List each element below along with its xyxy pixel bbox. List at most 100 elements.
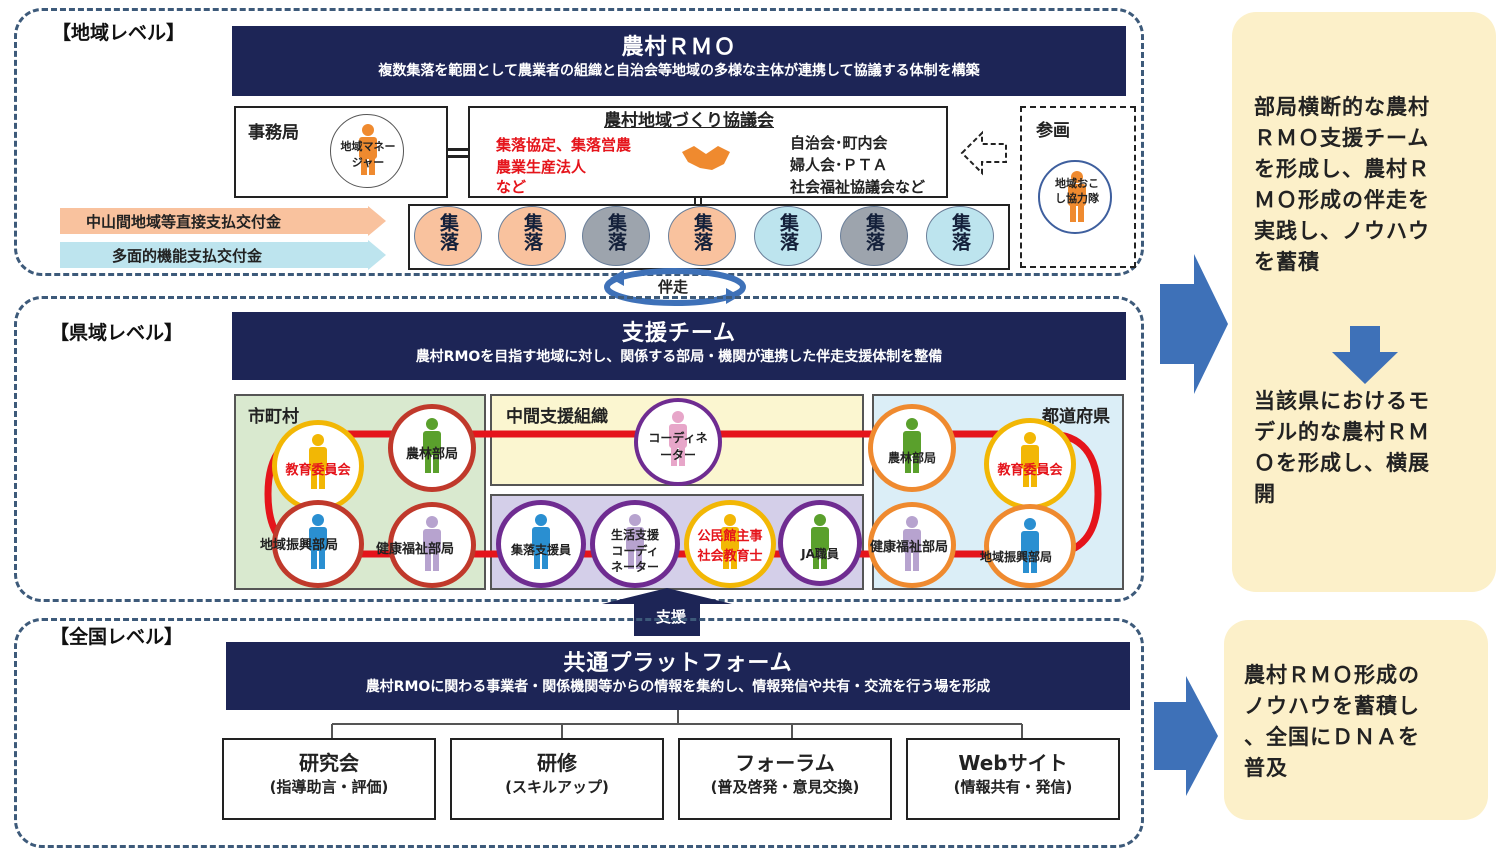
prefecture-title: 都道府県 xyxy=(1042,407,1110,427)
prefectural-level-frame xyxy=(14,296,1144,602)
connector-equal xyxy=(448,148,470,158)
item-training: 研修 (スキルアップ) xyxy=(450,738,664,820)
side-panel-top: 部局横断的な農村 ＲＭＯ支援チーム を形成し、農村Ｒ ＭＯ形成の伴走を 実践し、… xyxy=(1232,12,1496,592)
platform-banner: 共通プラットフォーム 農村RMOに関わる事業者・関係機関等からの情報を集約し、情… xyxy=(226,642,1130,710)
support-up-arrow-icon xyxy=(602,588,732,636)
person-icon xyxy=(669,411,687,466)
item-training-sub: (スキルアップ) xyxy=(505,778,609,796)
hamlet-2: 集落 xyxy=(498,206,566,266)
muni-agriculture-label: 農林部局 xyxy=(405,447,458,462)
side-top-line-2: ＲＭＯ支援チーム xyxy=(1254,126,1430,150)
side-mid-text: 当該県におけるモ デル的な農村ＲＭ Ｏを形成し、横展 開 xyxy=(1254,386,1430,510)
side-mid-line-4: 開 xyxy=(1254,482,1276,506)
support-team-subtitle: 農村RMOを目指す地域に対し、関係する部局・機関が連携した伴走支援体制を整備 xyxy=(415,349,943,365)
cooperation-squad-circle: 地域おこし協力隊 xyxy=(1038,160,1112,234)
hamlet-3-label: 集落 xyxy=(605,213,627,251)
hamlet-1: 集落 xyxy=(414,206,482,266)
side-bottom-line-2: ノウハウを蓄積し xyxy=(1244,694,1420,718)
ja-staff-label: JA職員 xyxy=(801,547,839,561)
item-forum: フォーラム (普及啓発・意見交換) xyxy=(678,738,892,820)
pref-welfare-label: 健康福祉部局 xyxy=(870,540,949,555)
muni-regional-circle xyxy=(272,500,364,588)
person-icon xyxy=(532,514,550,569)
secretariat-title: 事務局 xyxy=(248,123,299,143)
community-center-circle: 公民館主事社会教育士 xyxy=(684,500,776,588)
support-label: 支援 xyxy=(656,608,687,626)
muni-education-label: 教育委員会 xyxy=(285,463,351,478)
right-arrow-bottom-icon xyxy=(1154,676,1218,796)
rmo-banner: 農村ＲＭＯ 複数集落を範囲として農業者の組織と自治会等地域の多様な主体が連携して… xyxy=(232,26,1126,96)
muni-agriculture-circle: 農林部局 xyxy=(388,404,476,492)
person-icon xyxy=(626,514,644,569)
national-level-label: 【全国レベル】 xyxy=(50,626,184,648)
cooperation-squad-label: 地域おこし協力隊 xyxy=(1055,177,1099,205)
support-team-title: 支援チーム xyxy=(621,321,737,346)
side-top-line-5: 実践し、ノウハウ xyxy=(1254,219,1430,243)
intermediate-title: 中間支援組織 xyxy=(506,407,608,427)
life-support-label: 生活支援コーディネーター xyxy=(610,528,659,574)
payment-arrow-2 xyxy=(60,240,386,270)
muni-regional-label: 地域振興部局 xyxy=(260,538,339,553)
item-forum-sub: (普及啓発・意見交換) xyxy=(710,778,860,796)
tree-connector xyxy=(331,710,1023,740)
item-website: Webサイト (情報共有・発信) xyxy=(906,738,1120,820)
manager-circle: 地域マネージャー xyxy=(330,114,404,188)
person-icon xyxy=(359,124,377,175)
person-icon xyxy=(1021,518,1039,573)
pref-regional-label: 地域振興部局 xyxy=(980,550,1053,564)
council-title: 農村地域づくり協議会 xyxy=(604,111,774,131)
coordinator-circle: コーディネーター xyxy=(634,398,722,486)
payment-label-2: 多面的機能支払交付金 xyxy=(112,247,263,265)
hamlet-7-label: 集落 xyxy=(949,213,971,251)
person-icon xyxy=(423,418,441,473)
hamlet-supporter-label: 集落支援員 xyxy=(510,543,571,557)
handshake-icon xyxy=(682,146,730,170)
hamlet-4-label: 集落 xyxy=(691,213,713,251)
secretariat-box: 事務局 xyxy=(234,106,448,198)
pref-agriculture-circle: 農林部局 xyxy=(868,404,956,492)
pref-education-label: 教育委員会 xyxy=(997,463,1063,478)
prefectural-level-label: 【県域レベル】 xyxy=(50,322,184,344)
muni-education-circle: 教育委員会 xyxy=(272,420,364,512)
payment-label-1: 中山間地域等直接支払交付金 xyxy=(86,213,282,231)
person-icon xyxy=(721,514,739,569)
side-top-line-3: を形成し、農村Ｒ xyxy=(1254,157,1430,181)
hamlet-1-label: 集落 xyxy=(437,213,459,251)
pref-regional-circle xyxy=(984,504,1076,588)
hamlet-connector xyxy=(694,196,702,206)
item-study-group-sub: (指導助言・評価) xyxy=(269,778,389,796)
council-left-3: など xyxy=(496,178,527,196)
coordinator-label: コーディネーター xyxy=(648,431,708,462)
side-bottom-line-4: 普及 xyxy=(1244,756,1288,780)
hamlet-supporter-circle: 集落支援員 xyxy=(496,500,586,588)
payment-arrow-1 xyxy=(60,206,386,236)
side-bottom-line-3: 、全国にＤＮＡを xyxy=(1244,725,1420,749)
side-top-line-1: 部局横断的な農村 xyxy=(1254,95,1430,119)
support-team-banner: 支援チーム 農村RMOを目指す地域に対し、関係する部局・機関が連携した伴走支援体… xyxy=(232,312,1126,380)
hamlet-5: 集落 xyxy=(754,206,822,266)
rmo-subtitle: 複数集落を範囲として農業者の組織と自治会等地域の多様な主体が連携して協議する体制… xyxy=(378,63,980,79)
right-arrow-top-icon xyxy=(1160,254,1228,394)
rmo-title: 農村ＲＭＯ xyxy=(621,35,737,60)
person-icon xyxy=(811,514,829,569)
side-mid-line-3: Ｏを形成し、横展 xyxy=(1254,451,1430,475)
down-arrow-icon xyxy=(1332,326,1398,384)
person-icon xyxy=(1021,432,1039,487)
participation-title: 参画 xyxy=(1036,121,1070,141)
item-training-title: 研修 xyxy=(537,751,577,775)
side-mid-line-1: 当該県におけるモ xyxy=(1254,389,1430,413)
council-right-2: 婦人会･ＰＴＡ xyxy=(790,156,888,174)
platform-subtitle: 農村RMOに関わる事業者・関係機関等からの情報を集約し、情報発信や共有・交流を行… xyxy=(365,679,991,695)
accompany-label: 伴走 xyxy=(656,276,691,297)
municipality-title: 市町村 xyxy=(248,407,299,427)
item-website-title: Webサイト xyxy=(958,751,1068,775)
council-left-1: 集落協定、集落営農 xyxy=(496,136,632,154)
council-right-1: 自治会･町内会 xyxy=(790,134,888,152)
dashed-left-arrow-icon xyxy=(960,130,1007,176)
person-icon xyxy=(309,514,327,569)
person-icon xyxy=(903,418,921,473)
side-mid-line-2: デル的な農村ＲＭ xyxy=(1254,420,1430,444)
item-forum-title: フォーラム xyxy=(735,751,835,775)
ja-staff-circle: JA職員 xyxy=(778,500,862,586)
council-box xyxy=(468,106,948,198)
